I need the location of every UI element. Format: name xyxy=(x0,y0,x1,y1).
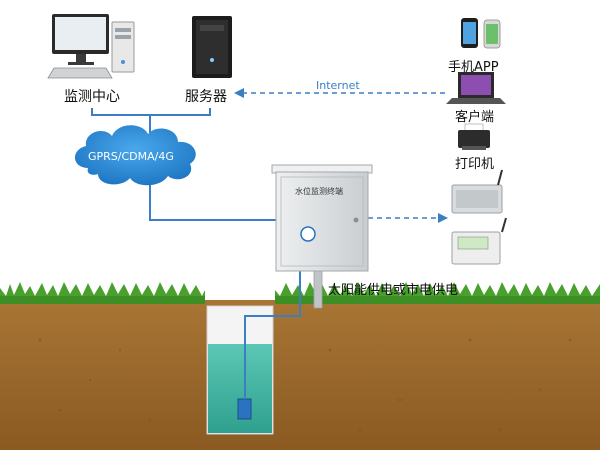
network-label: GPRS/CDMA/4G xyxy=(88,150,174,163)
link-center-to-cloud xyxy=(91,108,211,116)
network-cloud xyxy=(74,125,196,186)
monitor-base xyxy=(68,62,94,65)
pc-tower xyxy=(111,21,135,73)
mobile-app-label: 手机APP xyxy=(448,60,499,75)
power-supply-label: 太阳能供电或市电供电 xyxy=(328,283,459,298)
data-logger xyxy=(451,217,507,265)
pc-tower-slot xyxy=(115,28,131,32)
internet-label: Internet xyxy=(316,79,360,92)
phone-1-screen xyxy=(463,22,476,44)
internet-arrow-head xyxy=(234,88,244,98)
well xyxy=(206,270,301,435)
server-led xyxy=(210,58,214,62)
devices-arrow-head xyxy=(438,213,448,223)
keyboard xyxy=(47,67,113,79)
monitoring-center-label: 监测中心 xyxy=(64,89,120,105)
rtu-device xyxy=(451,169,503,214)
phones-illustration xyxy=(461,18,501,49)
cabinet-logo xyxy=(300,226,316,242)
server-label: 服务器 xyxy=(185,89,227,105)
link-cloud-to-cabinet xyxy=(149,180,278,221)
laptop-screen xyxy=(461,75,491,95)
monitor-stand xyxy=(76,54,86,62)
grass-strip xyxy=(0,282,205,300)
cabinet-door xyxy=(280,176,364,267)
ground xyxy=(0,282,600,450)
cabinet-lock xyxy=(353,217,359,223)
laptop-illustration xyxy=(446,72,506,104)
server-illustration xyxy=(192,16,232,78)
phone-2-screen xyxy=(486,24,498,44)
cloud-shape xyxy=(74,125,196,186)
soil-texture xyxy=(38,338,572,432)
client-label: 客户端 xyxy=(455,110,495,125)
printer-body xyxy=(458,130,490,148)
pc-power-led xyxy=(121,60,125,64)
pc-tower-slot2 xyxy=(115,35,131,39)
rtu-antenna xyxy=(497,169,503,186)
printer-illustration xyxy=(458,123,490,150)
rtu-face xyxy=(456,190,498,208)
grass-base xyxy=(0,296,205,304)
grass-strip-right xyxy=(275,282,600,300)
cabinet-name-label: 水位监测终端 xyxy=(295,187,343,196)
connection-lines xyxy=(91,92,445,221)
grass-base-right xyxy=(275,296,600,304)
monitoring-cabinet xyxy=(271,164,373,272)
water-level-sensor xyxy=(237,398,252,420)
cabinet-body xyxy=(275,171,369,272)
laptop-base xyxy=(446,98,506,104)
well-water xyxy=(208,344,272,433)
logger-display xyxy=(457,236,489,250)
sensor-cable xyxy=(244,270,301,399)
mounting-pole xyxy=(313,269,323,309)
computer-illustration xyxy=(47,14,135,79)
logger-antenna xyxy=(501,217,507,233)
monitor-screen xyxy=(55,17,106,50)
server-drive xyxy=(200,25,224,31)
printer-label: 打印机 xyxy=(455,157,495,172)
printer-tray xyxy=(462,146,486,150)
soil-layer xyxy=(0,300,600,450)
